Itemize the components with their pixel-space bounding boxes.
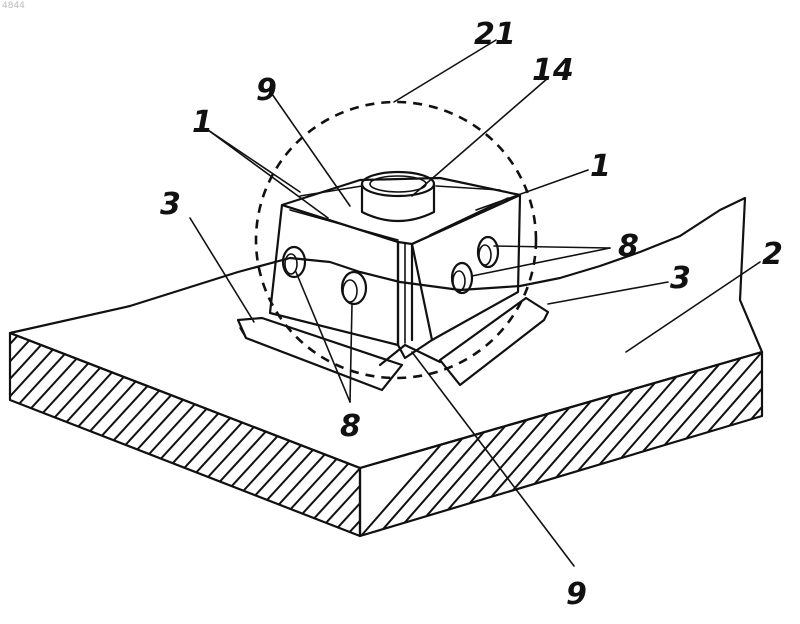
hatch-line-right <box>516 320 726 560</box>
leader-lines <box>190 40 760 566</box>
leader-14 <box>412 78 548 196</box>
hatch-line-left <box>0 320 176 560</box>
leader-8-right-a <box>494 246 610 248</box>
hatch-line-left <box>132 320 352 560</box>
leader-1-left-b <box>208 130 328 218</box>
leader-2 <box>626 262 760 352</box>
hatch-line-left <box>4 320 224 560</box>
hatch-line-left <box>0 320 160 560</box>
plate-right-face <box>360 352 762 536</box>
hatch-line-right <box>532 320 742 560</box>
hatch-line-left <box>148 320 368 560</box>
hatch-line-left <box>20 320 240 560</box>
hatch-line-left <box>0 320 112 560</box>
hatch-line-right <box>708 320 800 560</box>
leader-9-bottom <box>412 352 574 566</box>
bolt-left-2 <box>342 272 366 304</box>
label-8-right: 8 <box>618 229 639 264</box>
label-3-right: 3 <box>670 261 691 296</box>
cube-right-face <box>412 195 520 340</box>
hatch-line-right <box>420 320 630 560</box>
hatch-line-left <box>0 320 16 560</box>
hatch-line-right <box>564 320 774 560</box>
label-14: 14 <box>532 53 574 88</box>
bolt-right-2 <box>452 263 472 293</box>
label-8-bottom: 8 <box>340 409 361 444</box>
hatch-line-left <box>0 320 48 560</box>
leader-8-bottom-b <box>350 304 352 402</box>
bolt-left-1 <box>283 247 305 277</box>
leader-8-right-b <box>472 248 610 276</box>
hatch-line-right <box>388 320 598 560</box>
label-21: 21 <box>474 17 516 52</box>
leader-3-right <box>548 282 668 304</box>
hatch-line-right <box>612 320 800 560</box>
hatch-line-right <box>452 320 662 560</box>
plate-left-face <box>10 333 360 536</box>
hatch-line-right <box>772 320 800 560</box>
stamp-text: 4844 <box>2 1 25 11</box>
label-2: 2 <box>762 237 783 272</box>
hatch-line-right <box>676 320 800 560</box>
label-9-bottom: 9 <box>566 577 587 612</box>
hatch-line-right <box>436 320 646 560</box>
hatch-line-left <box>276 320 496 560</box>
flange-right-edge <box>544 312 548 320</box>
hatch-line-left <box>116 320 336 560</box>
leader-9-top <box>272 94 350 206</box>
cylinder-body <box>362 184 434 221</box>
hatch-line-right <box>596 320 800 560</box>
hatch-line-left <box>68 320 288 560</box>
hatch-line-right <box>788 320 800 560</box>
hatch-line-left <box>84 320 304 560</box>
hatch-line-right <box>356 320 566 560</box>
top-slot-left <box>300 186 362 196</box>
hatch-line-right <box>644 320 800 560</box>
hatch-line-left <box>196 320 416 560</box>
flange-right <box>440 298 548 385</box>
bolt-right-1 <box>478 237 498 267</box>
label-3-left: 3 <box>160 187 181 222</box>
hatch-line-left <box>52 320 272 560</box>
hatch-line-right <box>404 320 614 560</box>
hatch-line-right <box>548 320 758 560</box>
bolt-holes <box>283 237 498 304</box>
labels: 21 14 9 1 1 3 3 8 8 2 9 <box>160 17 783 612</box>
label-9-top: 9 <box>256 73 277 108</box>
top-bevel-left <box>290 210 398 240</box>
hatch-line-right <box>468 320 678 560</box>
hatch-line-right <box>484 320 694 560</box>
label-1-right: 1 <box>590 149 611 184</box>
label-1-left: 1 <box>192 105 213 140</box>
